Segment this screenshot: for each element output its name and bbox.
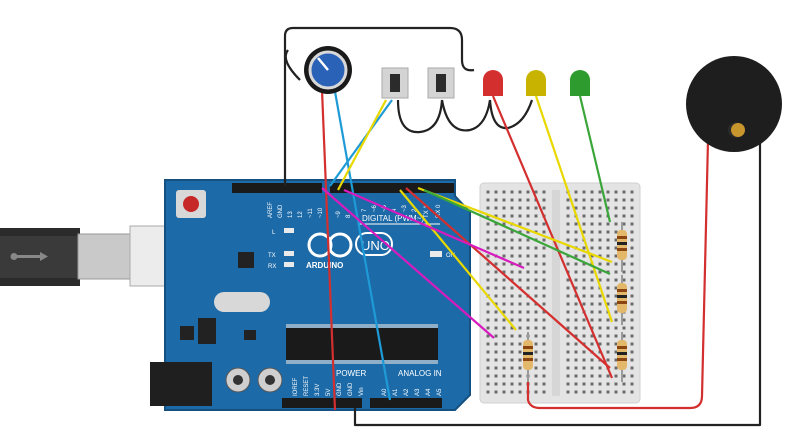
pin-label: 7 [362, 208, 368, 212]
usb-icon [10, 252, 48, 261]
resistor [617, 222, 627, 272]
digital-label: DIGITAL (PWM~) [362, 214, 424, 223]
push-button[interactable] [427, 67, 455, 99]
wire-red [526, 139, 710, 410]
wire-black [396, 99, 444, 134]
push-button[interactable] [381, 67, 409, 99]
led-green [570, 70, 590, 96]
pin-label: Vin [359, 387, 365, 396]
wire-blue [329, 99, 393, 187]
brand-label: ARDUINO [306, 261, 343, 270]
wire-red [320, 89, 337, 411]
pin-label: ~10 [318, 207, 324, 218]
wire-black [284, 49, 301, 81]
microcontroller-chip [286, 324, 438, 364]
on-label: ON [446, 253, 455, 259]
resistor [617, 275, 627, 325]
breadboard[interactable] [479, 182, 641, 404]
power-jack [150, 362, 212, 406]
pin-label: TX 1 [424, 205, 430, 218]
pin-label: GND [278, 204, 284, 218]
pin-label: GND [348, 382, 354, 396]
wire-red [405, 187, 611, 369]
pin-label: A0 [382, 388, 388, 396]
wire-green [423, 188, 611, 276]
wire-black [353, 140, 762, 427]
pin-label: A5 [437, 388, 443, 396]
pin-label: A3 [415, 388, 421, 396]
led-label-l: L [272, 230, 276, 236]
led-yellow [526, 70, 546, 96]
pin-label: A2 [404, 388, 410, 396]
pin-label: 2 [412, 208, 418, 212]
wire-blue [332, 85, 392, 401]
piezo-buzzer [686, 56, 782, 152]
pin-label: 12 [298, 211, 304, 218]
potentiometer[interactable] [304, 46, 352, 94]
pin-label: ~11 [308, 208, 314, 218]
power-label: POWER [336, 369, 366, 378]
resistor [617, 332, 627, 382]
wire-yellow [417, 186, 613, 264]
pin-label: 13 [288, 211, 294, 218]
wire-green [578, 95, 612, 223]
pin-label: RX 0 [436, 204, 442, 218]
pin-label: 4 [392, 208, 398, 212]
wire-magenta [343, 188, 525, 270]
wires [283, 26, 762, 427]
wire-yellow [399, 189, 517, 331]
reset-button[interactable] [176, 190, 206, 218]
wire-black [488, 99, 534, 130]
wire-red [491, 95, 614, 379]
pin-label: A1 [393, 388, 399, 396]
pin-label: GND [337, 382, 343, 396]
power-pin-labels: IOREF RESET 3.3V 5V GND GND Vin A0 A1 A2… [293, 376, 443, 396]
pin-label: AREF [268, 202, 274, 218]
usb-cable [0, 225, 169, 287]
wire-magenta [321, 187, 495, 339]
led-red [483, 70, 503, 96]
pin-label: RESET [304, 376, 310, 396]
led-label-rx: RX [268, 264, 276, 270]
pin-label: 3.3V [315, 384, 321, 396]
pin-label: ~9 [336, 210, 342, 218]
pin-label: IOREF [293, 377, 299, 396]
status-leds: L TX RX ON [268, 228, 455, 270]
wire-yellow [534, 95, 614, 323]
power-pin-header[interactable] [282, 398, 442, 408]
pin-label: 8 [346, 214, 352, 218]
led-label-tx: TX [268, 253, 276, 259]
wire-yellow [337, 99, 387, 191]
digital-pin-header[interactable] [232, 183, 454, 193]
resistor [523, 332, 533, 382]
wire-black [283, 26, 475, 186]
arduino-uno-board[interactable]: AREF GND 13 12 ~11 ~10 ~9 8 7 ~6 ~5 4 ~3… [150, 179, 471, 411]
pin-label: ~6 [372, 204, 378, 212]
model-label: UNO [361, 238, 390, 253]
analog-label: ANALOG IN [398, 369, 442, 378]
wire-black [440, 99, 492, 132]
pin-label: A4 [426, 388, 432, 396]
pin-label: 5V [326, 389, 332, 396]
pin-label: ~3 [402, 204, 408, 212]
